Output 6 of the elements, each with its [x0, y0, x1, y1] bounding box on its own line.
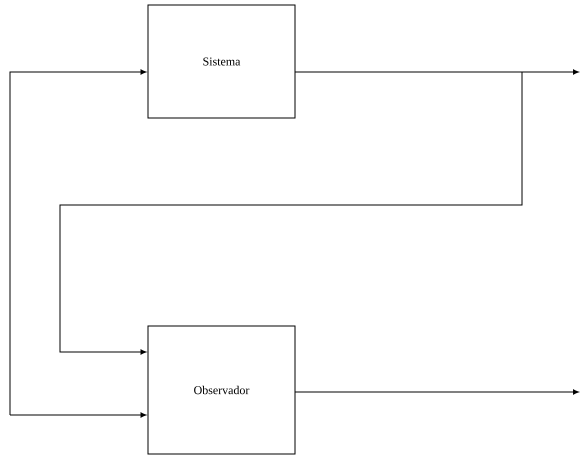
block-box: Sistema — [148, 4, 296, 118]
arrow — [10, 69, 146, 416]
arrow — [295, 389, 579, 395]
arrow — [10, 412, 146, 418]
arrow — [60, 72, 522, 355]
block-box: Observador — [148, 326, 296, 454]
